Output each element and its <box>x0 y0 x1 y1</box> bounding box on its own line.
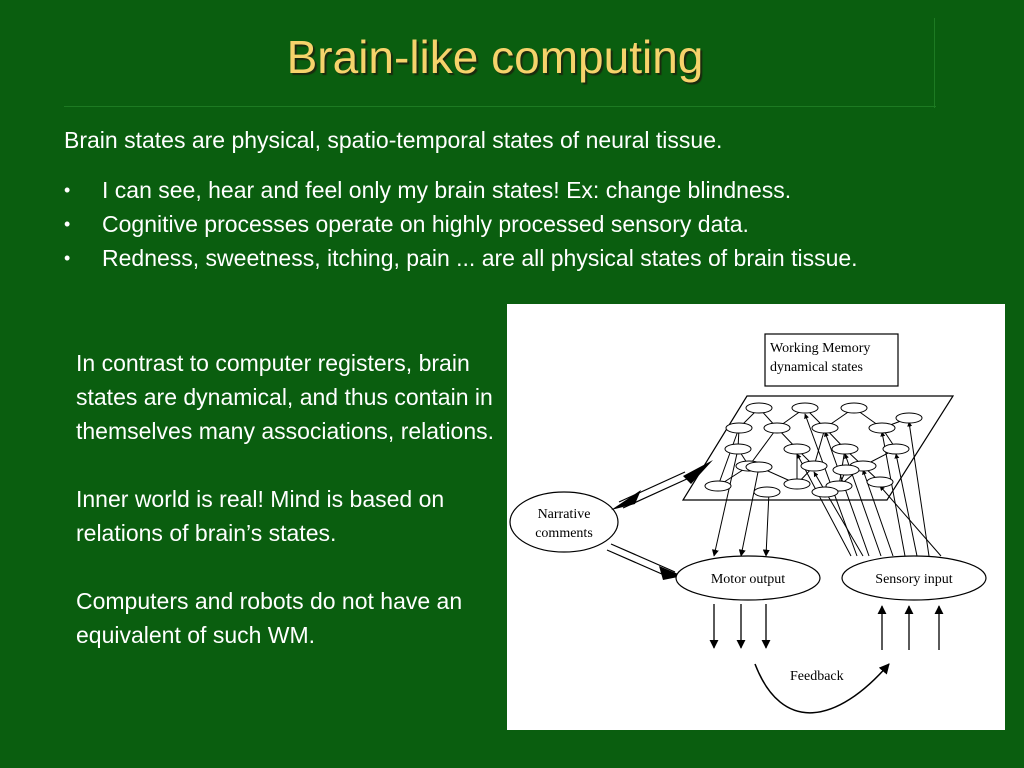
neuron-link <box>812 427 826 467</box>
bullet-text: I can see, hear and feel only my brain s… <box>102 177 792 203</box>
narrative-label-line1: Narrative <box>538 507 591 522</box>
neuron-node <box>866 476 894 488</box>
bullet-item: • Redness, sweetness, itching, pain ... … <box>64 241 964 275</box>
neuron-link <box>748 427 778 467</box>
motor-output-node <box>675 555 821 601</box>
bullet-dot-icon: • <box>64 248 71 268</box>
neuron-node <box>882 443 910 455</box>
neuron-node <box>753 486 781 498</box>
neuron-node <box>745 461 773 473</box>
neuron-node <box>725 422 753 434</box>
neuron-link <box>717 427 740 487</box>
sensory-to-wm-link <box>813 471 864 557</box>
narrative-to-motor-line-b <box>606 549 672 579</box>
sensory-input-node <box>841 555 987 601</box>
neuron-node <box>811 422 839 434</box>
sensory-to-wm-link <box>879 485 942 557</box>
paragraph-computers: Computers and robots do not have an equi… <box>76 588 463 648</box>
bullet-list: • I can see, hear and feel only my brain… <box>64 173 964 275</box>
wm-label-line1: Working Memory <box>770 341 870 356</box>
arrow-to-narrative-icon <box>611 490 641 510</box>
intro-text: Brain states are physical, spatio-tempor… <box>64 127 723 153</box>
wm-label-line2: dynamical states <box>770 360 863 375</box>
sensory-to-wm-link <box>796 453 852 557</box>
sensory-to-wm-link <box>824 431 870 557</box>
neuron-node <box>763 422 791 434</box>
wm-label-box <box>764 333 899 387</box>
neuron-node <box>811 486 839 498</box>
neuron-node <box>745 402 773 414</box>
bullet-item: • I can see, hear and feel only my brain… <box>64 173 964 207</box>
bullet-text: Redness, sweetness, itching, pain ... ar… <box>102 245 858 271</box>
paragraph-inner-world: Inner world is real! Mind is based on re… <box>76 486 445 546</box>
working-memory-diagram: Working Memory dynamical states Narrativ… <box>507 304 1005 730</box>
neuron-node <box>831 443 859 455</box>
bullet-dot-icon: • <box>64 214 71 234</box>
neuron-node <box>783 478 811 490</box>
bullet-text: Cognitive processes operate on highly pr… <box>102 211 749 237</box>
motor-output-label: Motor output <box>711 572 785 587</box>
neuron-node <box>800 460 828 472</box>
neuron-node <box>832 464 860 476</box>
bullet-item: • Cognitive processes operate on highly … <box>64 207 964 241</box>
narrative-node <box>509 491 619 553</box>
wm-to-motor-link <box>762 491 770 557</box>
narrative-to-motor-line-a <box>610 543 676 573</box>
sensory-input-label: Sensory input <box>875 572 953 587</box>
diagram-canvas: Working Memory dynamical states Narrativ… <box>509 333 987 714</box>
bullet-dot-icon: • <box>64 180 71 200</box>
narrative-label-line2: comments <box>535 526 593 541</box>
wm-to-motor-link <box>738 466 760 557</box>
paragraph-registers: In contrast to computer registers, brain… <box>76 350 495 444</box>
feedback-label: Feedback <box>790 669 844 684</box>
title-divider <box>64 106 936 107</box>
neuron-node <box>840 402 868 414</box>
neuron-nodes <box>704 402 923 498</box>
neuron-node <box>724 443 752 455</box>
side-text: In contrast to computer registers, brain… <box>76 346 501 686</box>
feedback-curve <box>754 663 890 714</box>
sensory-to-wm-link <box>894 453 918 557</box>
arrow-to-wm-icon <box>683 460 713 484</box>
title-box-edge <box>934 18 935 108</box>
wm-to-motor-link <box>711 448 739 557</box>
wm-to-narrative-line-a <box>618 471 686 503</box>
slide-title: Brain-like computing <box>286 31 704 83</box>
sensory-to-wm-link <box>907 421 930 557</box>
neuron-node <box>783 443 811 455</box>
neuron-node <box>704 480 732 492</box>
neuron-node <box>895 412 923 424</box>
neuron-node <box>868 422 896 434</box>
neuron-node <box>791 402 819 414</box>
